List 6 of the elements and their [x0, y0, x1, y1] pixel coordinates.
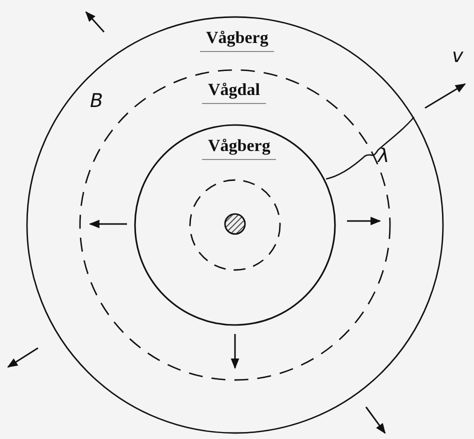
amplitude-label: B — [90, 90, 104, 112]
velocity-label: v — [452, 45, 464, 67]
wavelength-label: λ — [378, 145, 390, 167]
ring-label: Vågdal — [202, 80, 266, 104]
ring-label: Vågberg — [200, 28, 274, 52]
ring-label: Vågberg — [202, 136, 276, 160]
